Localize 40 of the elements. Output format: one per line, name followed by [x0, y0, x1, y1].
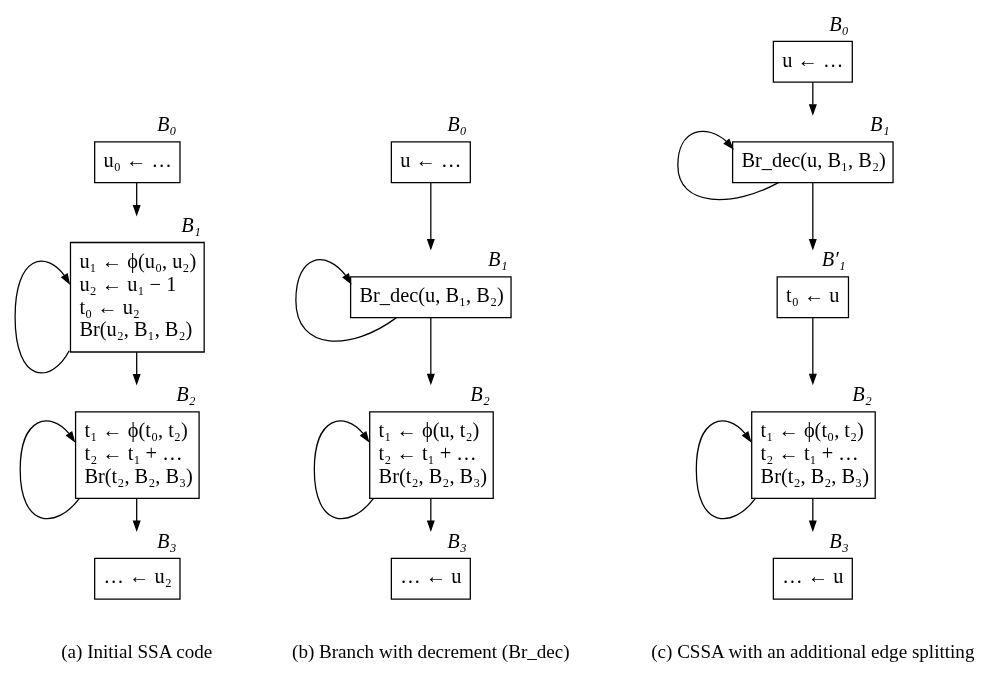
node-box: Br_dec(u, B₁, B₂)	[349, 276, 512, 319]
node-label: B₂	[469, 383, 490, 406]
arrow	[808, 498, 817, 532]
arrow	[132, 498, 141, 532]
node-box: … ← u	[772, 557, 853, 600]
arrow	[132, 182, 141, 217]
node-box: t₁ ← ϕ(u, t₂) t₂ ← t₁ + … Br(t₂, B₂, B₃)	[368, 411, 494, 500]
arrow	[426, 498, 435, 532]
node-label: B′₁	[821, 248, 846, 271]
node-box: u ← …	[390, 141, 471, 184]
node-label: B₃	[828, 529, 849, 552]
label: (b) Branch with decrement (Br_dec)	[291, 641, 570, 663]
label: (a) Initial SSA code	[60, 641, 212, 663]
arrow	[808, 182, 817, 251]
node-box: … ← u₂	[93, 557, 181, 600]
arrow	[13, 260, 70, 374]
arrow	[426, 182, 435, 251]
node-label: B₂	[851, 383, 872, 406]
node-label: B₀	[828, 12, 849, 35]
arrow	[132, 351, 141, 386]
node-box: u₀ ← …	[93, 141, 181, 184]
node-box: t₁ ← ϕ(t₀, t₂) t₂ ← t₁ + … Br(t₂, B₂, B₃)	[74, 411, 200, 500]
node-label: B₀	[446, 113, 467, 136]
node-label: B₁	[180, 214, 201, 237]
node-label: B₁	[487, 248, 508, 271]
arrow	[426, 317, 435, 386]
node-label: B₂	[175, 383, 196, 406]
node-box: … ← u	[390, 557, 471, 600]
node-label: B₀	[156, 113, 177, 136]
arrow	[808, 81, 817, 116]
node-label: B₃	[446, 529, 467, 552]
node-box: u ← …	[772, 40, 853, 83]
node-box: Br_dec(u, B₁, B₂)	[731, 141, 894, 184]
arrow	[808, 317, 817, 386]
node-box: u₁ ← ϕ(u₀, u₂) u₂ ← u₁ − 1 t₀ ← u₂ Br(u₂, B₁, B₂)	[69, 241, 205, 353]
node-label: B₁	[869, 113, 890, 136]
node-box: t₀ ← u	[776, 276, 849, 319]
label: (c) CSSA with an additional edge splitting	[650, 641, 974, 663]
node-label: B₃	[156, 529, 177, 552]
node-box: t₁ ← ϕ(t₀, t₂) t₂ ← t₁ + … Br(t₂, B₂, B₃)	[750, 411, 876, 500]
